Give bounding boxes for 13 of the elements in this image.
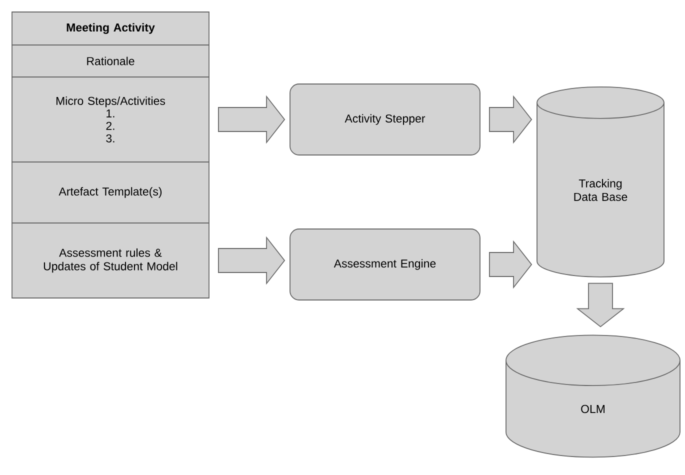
process-box: Activity Stepper: [290, 84, 480, 156]
table-cell: Meeting Activity: [12, 12, 210, 46]
block-arrow: [489, 95, 532, 144]
block-arrow: [489, 240, 532, 289]
table-cell: Rationale: [12, 44, 210, 78]
table-cell: Assessment rules & Updates of Student Model: [12, 222, 210, 298]
table-cell: Artefact Template(s): [12, 162, 210, 224]
block-arrow: [218, 236, 286, 285]
database-cylinder: Tracking Data Base: [536, 86, 664, 278]
block-arrow: [576, 282, 625, 328]
process-box: Assessment Engine: [290, 228, 480, 300]
block-arrow: [218, 95, 286, 144]
database-cylinder: OLM: [506, 334, 680, 458]
